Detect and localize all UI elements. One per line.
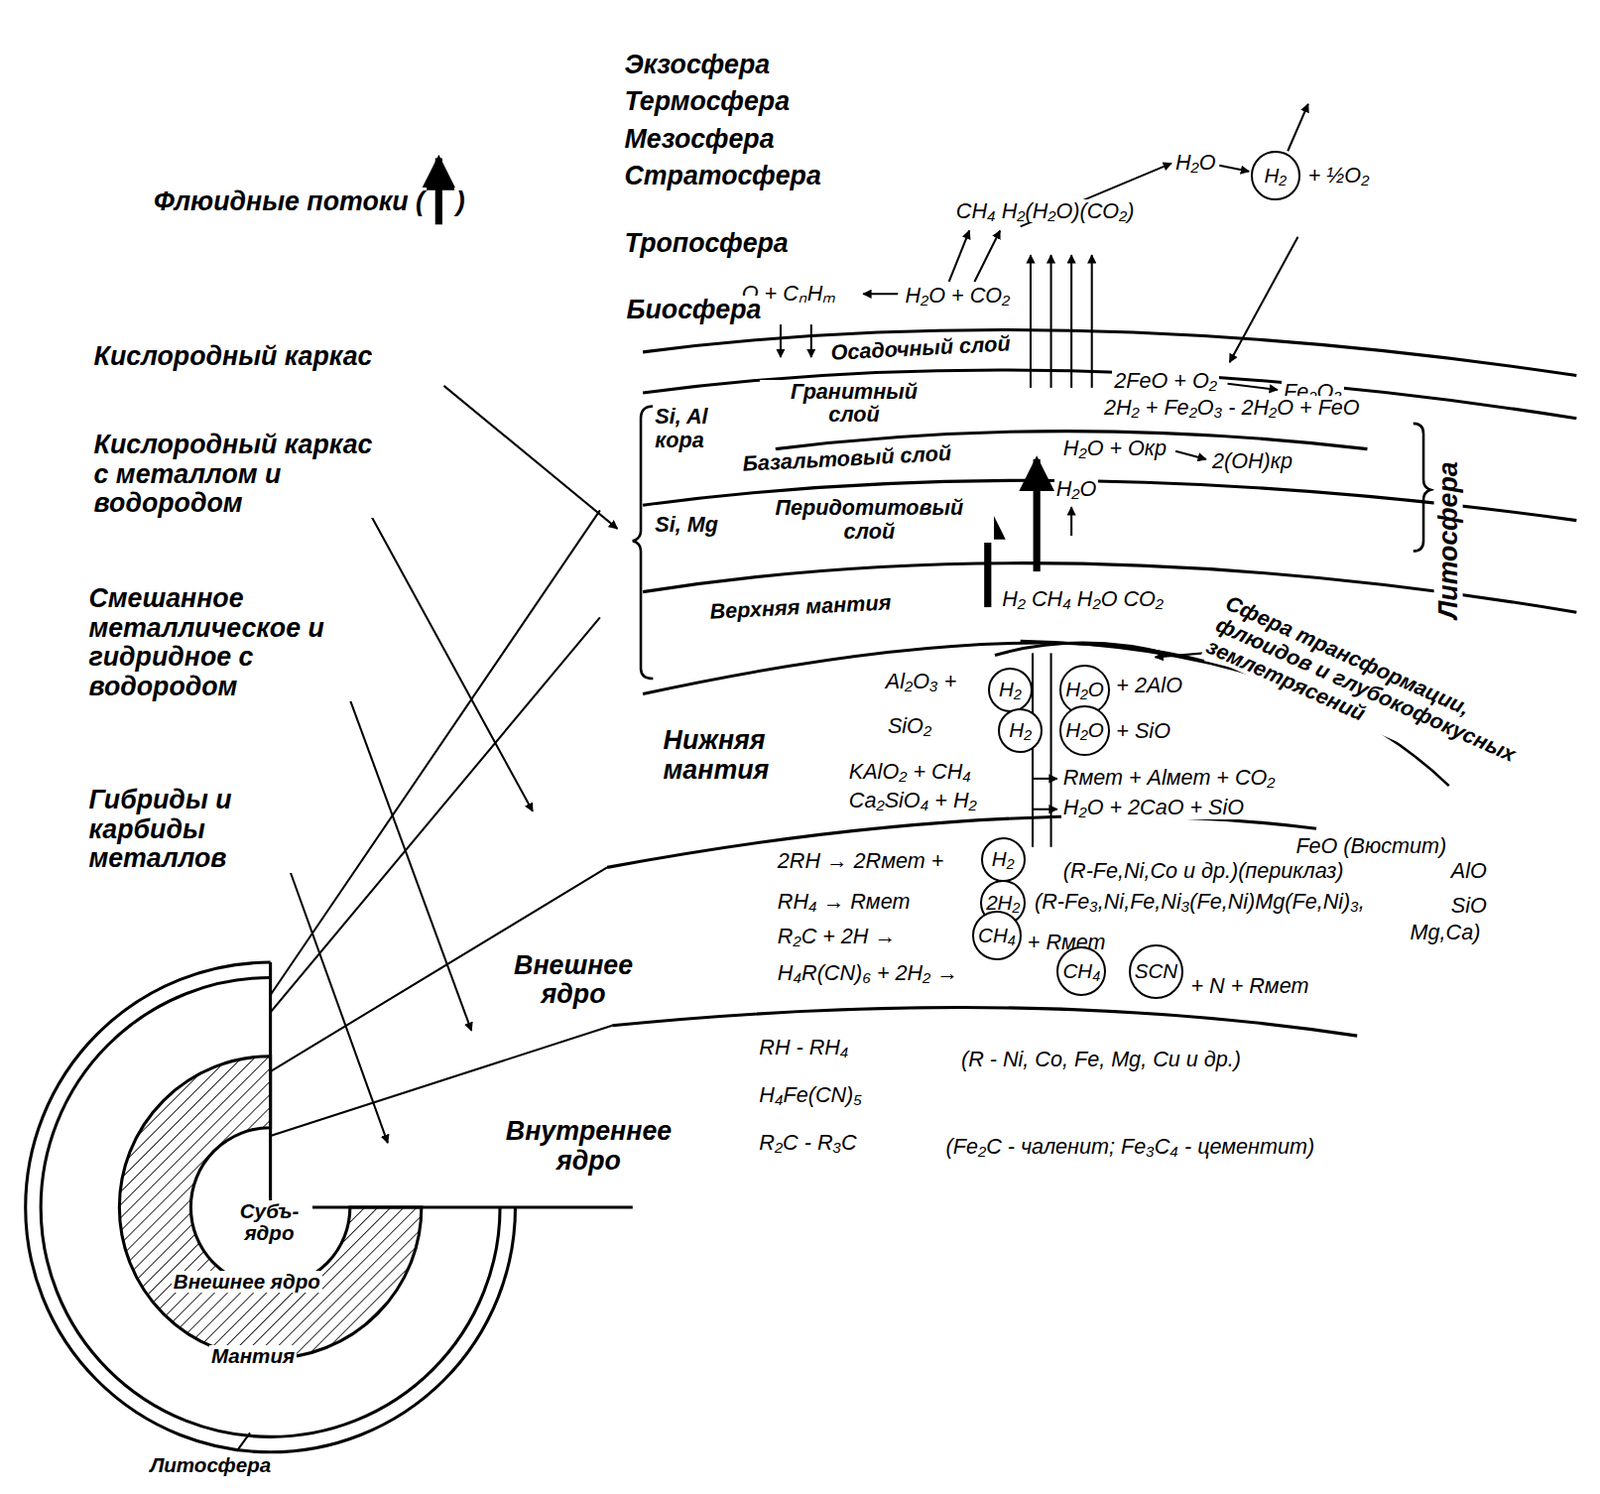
formula-text: Rмет + Alмет + CO₂ — [1061, 765, 1278, 790]
formula-text: + N + Rмет — [1188, 974, 1311, 998]
layer-label: Тропосфера — [622, 229, 791, 258]
formula-circle: H₂O — [1059, 705, 1110, 756]
layer-label: Гранитный слой — [759, 379, 948, 428]
layer-label: Мантия — [209, 1345, 297, 1368]
layer-label: Внутреннее ядро — [479, 1116, 698, 1176]
layer-label: Кислородный каркас — [92, 342, 375, 371]
formula-text: CH₄ — [978, 925, 1016, 947]
layer-label: Экзосфера — [622, 50, 773, 80]
layer-label: Нижняя мантия — [661, 726, 809, 785]
layer-label: Смешанное металлическое и гидридное с во… — [86, 584, 386, 702]
layer-label: Стратосфера — [622, 161, 824, 191]
formula-text: H₂ — [1008, 720, 1032, 741]
formula-text: + 2AlO — [1113, 673, 1185, 698]
layer-label: Внешнее ядро — [499, 951, 647, 1010]
formula-text: FeO (Вюстит) — [1293, 834, 1449, 859]
formula-text: 2FeO + O₂ — [1111, 369, 1220, 393]
formula-text: H₂ — [991, 849, 1015, 870]
formula-text: KAlO₂ + CH₄ — [847, 759, 974, 784]
formula-circle: SCN — [1128, 944, 1184, 999]
formula-text: CH₄ — [1062, 961, 1101, 983]
formula-text: SCN — [1134, 961, 1178, 983]
formula-text: H₂O + Oкр — [1061, 436, 1169, 461]
formula-circle: CH₄ — [972, 910, 1022, 961]
layer-label: Осадочный слой — [828, 331, 1013, 365]
formula-text: Al₂O₃ + — [883, 669, 959, 694]
formula-text: AlO — [1449, 859, 1489, 883]
formula-circle: H₂ — [1250, 150, 1300, 200]
formula-text: 2H₂ + Fe₂O₃ - 2H₂O + FeO — [1102, 395, 1362, 420]
formula-circle: H₂ — [997, 708, 1043, 753]
formula-text: (R-Fe,Ni,Co и др.)(периклаз) — [1061, 859, 1347, 883]
layer-label: Кислородный каркас с металлом и водородо… — [92, 430, 392, 518]
formula-circle: H₂ — [987, 667, 1033, 713]
layer-label: Гибриды и карбиды металлов — [86, 785, 295, 873]
formula-text: + SiO — [1113, 719, 1173, 743]
layer-label: Базальтовый слой — [739, 440, 955, 476]
formula-text: CH₄ H₂(H₂O)(CO₂) — [954, 199, 1137, 224]
formula-text: H₂O — [1065, 679, 1105, 701]
formula-text: 2(OH)кр — [1210, 449, 1295, 474]
formula-text: H₂O — [1065, 720, 1105, 741]
formula-text: RH - RH₄ — [756, 1035, 851, 1060]
layer-label: Верхняя мантия — [707, 590, 894, 624]
formula-text: H₄R(CN)₆ + 2H₂ → — [775, 961, 961, 985]
layer-label: Флюидные потоки ( — [151, 187, 427, 217]
layer-label: Литосфера — [147, 1454, 273, 1477]
formula-text: R₂C + 2H → — [775, 924, 898, 949]
layer-label: Мезосфера — [622, 124, 777, 154]
formula-circle: CH₄ — [1056, 946, 1107, 996]
formula-text: 2RH → 2Rмет + — [775, 849, 947, 873]
layer-label: Субъ- ядро — [226, 1200, 312, 1245]
layer-label: Перидотитовый слой — [744, 495, 994, 544]
formula-circle: H₂ — [981, 837, 1026, 882]
formula-text: R₂C - R₃C — [756, 1130, 859, 1155]
formula-text: SiO₂ — [885, 714, 934, 739]
layer-label: Биосфера — [624, 295, 764, 325]
formula-text: H₂ — [998, 679, 1022, 701]
formula-text: H₂O — [1054, 477, 1100, 501]
formula-text: H₂O + CO₂ — [902, 283, 1012, 308]
layer-label: Si, Al кора — [652, 404, 754, 453]
layer-label: Si, Mg — [652, 512, 721, 537]
formula-text: H₂O — [1173, 150, 1219, 175]
formula-text: Ca₂SiO₄ + H₂ — [847, 788, 980, 813]
formula-text: (R - Ni, Co, Fe, Mg, Cu и др.) — [959, 1047, 1243, 1072]
formula-text: RH₄ → Rмет — [775, 889, 913, 914]
formula-text: Mg,Ca) — [1408, 920, 1483, 945]
layer-label: Внешнее ядро — [171, 1270, 323, 1294]
formula-text: H₄Fe(CN)₅ — [756, 1083, 864, 1108]
layer-label: Литосфера — [1434, 460, 1464, 622]
formula-text: (R-Fe₃,Ni,Fe,Ni₃(Fe,Ni)Mg(Fe,Ni)₃, — [1032, 889, 1367, 914]
formula-text: H₂O + 2CaO + SiO — [1061, 795, 1246, 820]
formula-text: H₂ CH₄ H₂O CO₂ — [999, 587, 1166, 612]
formula-text: + ½O₂ — [1306, 163, 1372, 188]
formula-text: H₂ — [1264, 165, 1288, 187]
layer-label: ) — [454, 187, 468, 217]
formula-text: SiO — [1449, 893, 1489, 918]
layer-label: Термосфера — [622, 87, 793, 117]
formula-text: (Fe₂C - чаленит; Fe₃C₄ - цементит) — [944, 1134, 1318, 1159]
